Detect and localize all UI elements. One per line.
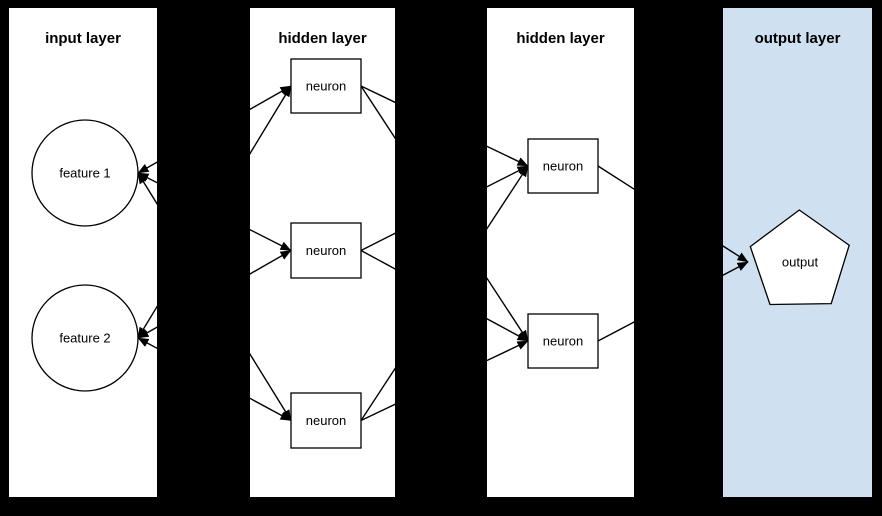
- connection-h1-neuron-1-to-h2-neuron-2: [360, 85, 395, 140]
- connection-feature-2-to-h1-neuron-2: [250, 249, 292, 275]
- connection-feature-1-to-h1-neuron-2: [250, 228, 292, 252]
- node-output-node[interactable]: [749, 209, 850, 306]
- layer-title: input layer: [45, 30, 121, 47]
- connection-h2-neuron-2-to-output-node: [597, 321, 634, 342]
- connection-h1-neuron-2-to-h2-neuron-1: [487, 165, 529, 188]
- connection-h1-neuron-3-to-h2-neuron-1: [360, 367, 395, 421]
- layer-panel-input-layer[interactable]: input layer: [9, 8, 157, 497]
- connection-h1-neuron-2-to-h2-neuron-1: [360, 232, 395, 252]
- node-h1-neuron-1[interactable]: [290, 58, 362, 114]
- connection-h2-neuron-1-to-output-node: [597, 165, 634, 190]
- connection-h1-neuron-1-to-h2-neuron-1: [360, 85, 395, 104]
- node-label-output-node: output: [782, 255, 819, 270]
- node-h1-neuron-3[interactable]: [290, 392, 362, 449]
- connection-h1-neuron-2-to-h2-neuron-2: [487, 317, 529, 342]
- node-h2-neuron-2[interactable]: [527, 313, 599, 369]
- connection-feature-2-to-h1-neuron-1: [250, 85, 292, 155]
- layer-panel-hidden-layer-2[interactable]: hidden layer: [487, 8, 634, 497]
- node-feature-2[interactable]: [31, 284, 139, 392]
- connection-h1-neuron-3-to-h2-neuron-2: [487, 340, 529, 362]
- connection-feature-2-to-h1-neuron-3: [250, 397, 292, 422]
- node-label-h1-neuron-3: neuron: [306, 413, 346, 428]
- layer-title: hidden layer: [516, 30, 605, 47]
- node-label-feature-2: feature 2: [59, 331, 110, 346]
- connection-feature-1-to-h1-neuron-3: [250, 352, 292, 421]
- node-feature-1[interactable]: [31, 119, 139, 227]
- connection-h1-neuron-2-to-h2-neuron-2: [360, 249, 395, 270]
- layer-title: hidden layer: [278, 30, 367, 47]
- connection-h1-neuron-3-to-h2-neuron-2: [360, 403, 395, 422]
- node-h2-neuron-1[interactable]: [527, 138, 599, 194]
- node-h1-neuron-2[interactable]: [290, 222, 362, 279]
- node-label-h2-neuron-1: neuron: [543, 159, 583, 174]
- node-label-feature-1: feature 1: [59, 166, 110, 181]
- layer-title: output layer: [754, 30, 841, 47]
- node-label-h2-neuron-2: neuron: [543, 334, 583, 349]
- connection-h1-neuron-1-to-h2-neuron-1: [487, 145, 529, 167]
- node-label-h1-neuron-2: neuron: [306, 243, 346, 258]
- node-label-h1-neuron-1: neuron: [306, 79, 346, 94]
- connection-h1-neuron-3-to-h2-neuron-1: [487, 165, 529, 230]
- connection-h1-neuron-1-to-h2-neuron-2: [487, 277, 529, 342]
- connection-feature-1-to-h1-neuron-1: [250, 85, 292, 111]
